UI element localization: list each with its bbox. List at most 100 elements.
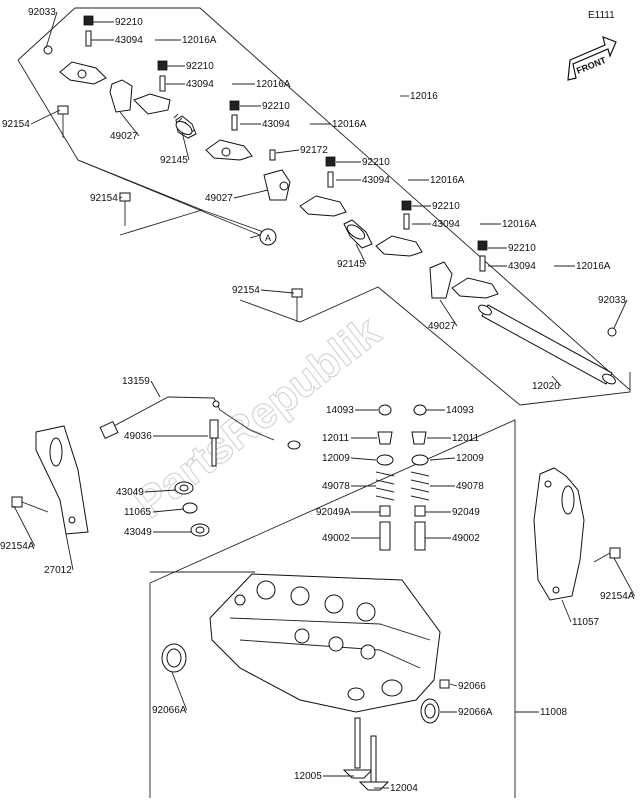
washer-43049-lower: [190, 523, 210, 537]
callout-label: 92066A: [458, 707, 493, 718]
rocker-spring-2: [346, 224, 366, 240]
leader-line: [45, 11, 58, 49]
leader-line: [613, 557, 635, 597]
leader-line: [152, 508, 185, 513]
valve-12005: [342, 717, 374, 779]
callout-label: 92172: [300, 145, 328, 156]
diagram-code: E1111: [588, 10, 615, 21]
leader-line: [613, 299, 628, 329]
seal-92066a-right: [420, 698, 440, 724]
callout-label: 92049: [452, 507, 480, 518]
plug-92066a-left: [161, 643, 187, 673]
callout-label: 12016A: [430, 175, 465, 186]
callout-label: 12005: [294, 771, 322, 782]
valve-train-parts: [375, 404, 430, 551]
leader-line: [275, 149, 300, 154]
callout-label: 92154: [232, 285, 260, 296]
callout-label: 13159: [122, 376, 150, 387]
callout-label: 49027: [110, 131, 138, 142]
breather-hose: [99, 396, 301, 450]
callout-label: 92066: [458, 681, 486, 692]
callout-label: 12009: [322, 453, 350, 464]
nozzle-holder-11065: [182, 502, 198, 514]
side-plate-11057: [533, 467, 585, 601]
callout-label: 14093: [326, 405, 354, 416]
leader-line: [13, 505, 36, 547]
leader-line: [429, 457, 456, 461]
callout-label: 12016: [410, 91, 438, 102]
callout-label: 43094: [262, 119, 290, 130]
callout-label: 12011: [452, 433, 480, 444]
leader-line: [355, 243, 367, 265]
leader-line: [439, 299, 458, 327]
leader-line: [260, 289, 295, 294]
callout-label: 92154: [2, 119, 30, 130]
callout-circle-a-label: A: [265, 233, 271, 243]
callout-label: 43094: [362, 175, 390, 186]
leader-line: [561, 599, 572, 623]
callout-label: 49027: [205, 193, 233, 204]
rocker-assembly-frame: [17, 7, 631, 406]
cylinder-head-frame: [149, 419, 516, 798]
callout-label: 14093: [446, 405, 474, 416]
callout-label: 92154: [90, 193, 118, 204]
callout-label: 43094: [186, 79, 214, 90]
callout-label: 49027: [428, 321, 456, 332]
callout-label: 43094: [432, 219, 460, 230]
plug-92066: [439, 679, 450, 689]
leader-line: [150, 380, 161, 398]
rocker-arm-group-1: [43, 15, 253, 161]
leader-line: [181, 131, 190, 161]
callout-label: 11065: [124, 507, 152, 518]
rocker-arm-group-3: [291, 240, 617, 337]
callout-label: 12016A: [256, 79, 291, 90]
callout-label: 92066A: [152, 705, 187, 716]
callout-label: 49036: [124, 431, 152, 442]
callout-label: 12011: [322, 433, 350, 444]
valve-12004: [358, 735, 390, 791]
callout-label: 12009: [456, 453, 484, 464]
rocker-spring-1: [173, 113, 195, 136]
bolt-92154a-right: [593, 547, 621, 563]
callout-label: 92210: [262, 101, 290, 112]
glow-plug: [209, 419, 219, 467]
callout-label: 49002: [452, 533, 480, 544]
leader-line: [233, 189, 269, 199]
callout-label: 92210: [186, 61, 214, 72]
callout-label: 92154A: [0, 541, 35, 552]
leader-line: [144, 489, 177, 493]
callout-circle-a: [259, 228, 277, 246]
callout-label: 43094: [115, 35, 143, 46]
leader-line: [119, 111, 140, 137]
callout-label: 11057: [572, 617, 600, 628]
front-arrow-icon: FRONT: [567, 36, 617, 81]
cylinder-head-block: [209, 573, 441, 713]
callout-label: 49078: [322, 481, 350, 492]
leader-line: [65, 533, 74, 571]
callout-label: 92033: [28, 7, 56, 18]
callout-label: 49002: [322, 533, 350, 544]
callout-label: 92145: [160, 155, 188, 166]
callout-label: 12004: [390, 783, 418, 794]
callout-label: 43049: [116, 487, 144, 498]
leader-line: [118, 196, 123, 199]
rocker-shaft: [478, 304, 616, 385]
callout-label: 92154A: [600, 591, 635, 602]
leader-line: [350, 457, 377, 461]
callout-label: 92210: [432, 201, 460, 212]
leader-line: [551, 375, 562, 387]
callout-label: 12016A: [182, 35, 217, 46]
leader-line: [171, 671, 188, 711]
leader-line: [449, 683, 458, 687]
callout-label: 92210: [115, 17, 143, 28]
callout-label: 12020: [532, 381, 560, 392]
callout-label: 92210: [508, 243, 536, 254]
watermark: PartsRepublik: [126, 307, 390, 528]
callout-label: 92210: [362, 157, 390, 168]
callout-label: 92049A: [316, 507, 351, 518]
callout-label: 12016A: [332, 119, 367, 130]
washer-43049-upper: [174, 481, 194, 495]
bracket-27012: [35, 425, 89, 535]
